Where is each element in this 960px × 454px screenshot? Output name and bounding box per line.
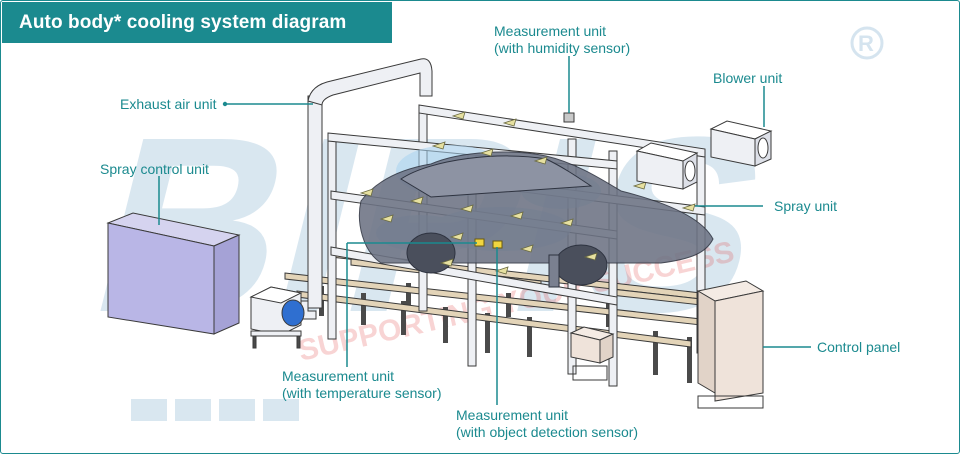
label-exhaust-air-unit: Exhaust air unit bbox=[120, 96, 217, 112]
label-humidity-line1: Measurement unit bbox=[494, 23, 607, 39]
label-measurement-humidity: Measurement unit (with humidity sensor) bbox=[494, 23, 630, 57]
leader-lines bbox=[158, 56, 811, 405]
label-spray-unit: Spray unit bbox=[774, 198, 838, 214]
label-humidity-line2: (with humidity sensor) bbox=[494, 40, 631, 56]
blower-unit-boxes bbox=[635, 120, 773, 190]
watermark-bars bbox=[131, 399, 299, 421]
spray-nozzles bbox=[359, 111, 696, 275]
label-measurement-temperature: Measurement unit (with temperature senso… bbox=[282, 368, 442, 402]
label-object-line2: (with object detection sensor) bbox=[456, 424, 639, 440]
floor-control-box bbox=[569, 326, 615, 381]
control-panel-cabinet bbox=[696, 280, 765, 409]
spray-control-unit-box bbox=[106, 212, 241, 335]
label-measurement-object-detection: Measurement unit (with object detection … bbox=[456, 407, 638, 441]
diagram-title: Auto body* cooling system diagram bbox=[2, 2, 392, 43]
label-blower-unit: Blower unit bbox=[713, 70, 783, 86]
label-object-line1: Measurement unit bbox=[456, 407, 569, 423]
label-temperature-line1: Measurement unit bbox=[282, 368, 395, 384]
label-spray-control-unit: Spray control unit bbox=[100, 161, 209, 177]
humidity-sensor bbox=[563, 112, 575, 123]
leader-dots bbox=[222, 101, 228, 107]
svg-text:R: R bbox=[858, 31, 874, 56]
watermark-registered: R bbox=[850, 26, 884, 60]
label-temperature-line2: (with temperature sensor) bbox=[282, 385, 442, 401]
blower-pump bbox=[249, 286, 305, 349]
label-control-panel: Control panel bbox=[817, 339, 901, 355]
